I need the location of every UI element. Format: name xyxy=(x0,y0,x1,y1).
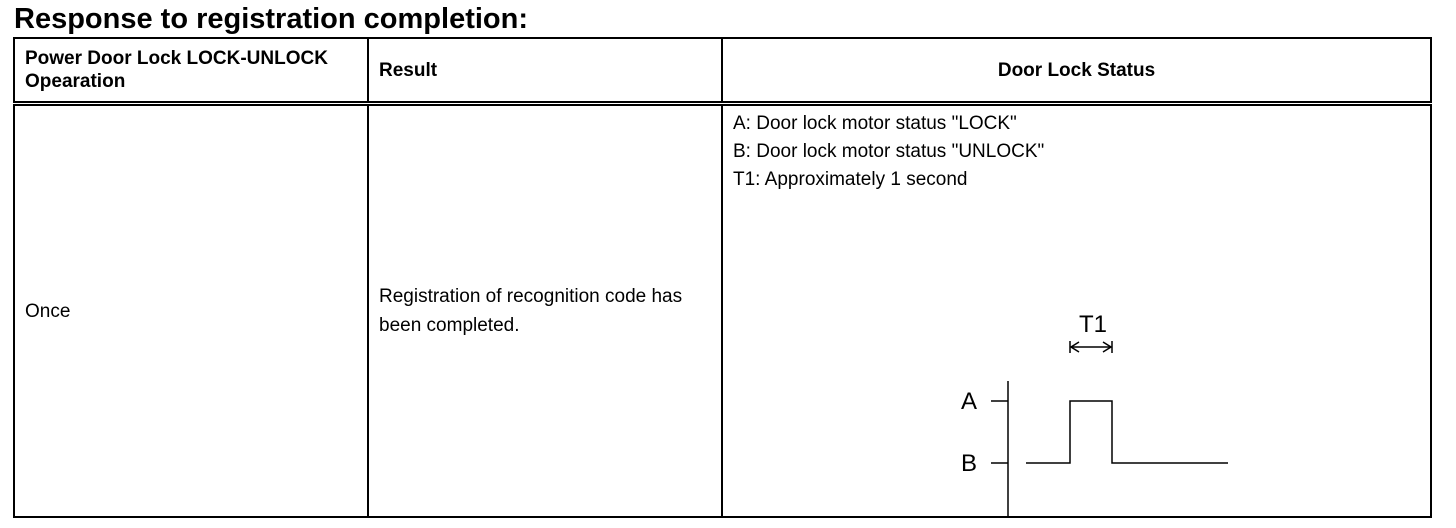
page-title: Response to registration completion: xyxy=(14,3,528,35)
header-result: Result xyxy=(367,37,723,106)
header-door-lock-status: Door Lock Status xyxy=(721,37,1432,106)
status-legend: A: Door lock motor status "LOCK" B: Door… xyxy=(733,110,1044,194)
timing-label-a: A xyxy=(961,388,977,415)
t1-arrow-right xyxy=(1102,341,1113,353)
table-header-row: Power Door Lock LOCK-UNLOCK Opearation R… xyxy=(13,37,1432,106)
legend-item-t1: T1: Approximately 1 second xyxy=(733,169,968,190)
legend-item-a: A: Door lock motor status "LOCK" xyxy=(733,113,1017,134)
table-row: Once Registration of recognition code ha… xyxy=(13,102,1432,518)
cell-operation: Once xyxy=(13,102,369,518)
header-operation: Power Door Lock LOCK-UNLOCK Opearation xyxy=(13,37,369,106)
timing-waveform xyxy=(1026,400,1228,464)
response-table: Power Door Lock LOCK-UNLOCK Opearation R… xyxy=(13,37,1432,518)
timing-diagram: T1 A B xyxy=(961,311,1228,516)
cell-result: Registration of recognition code has bee… xyxy=(367,102,723,518)
t1-arrow-left xyxy=(1069,341,1080,353)
timing-label-b: B xyxy=(961,450,977,477)
timing-label-t1: T1 xyxy=(1079,311,1107,338)
legend-item-b: B: Door lock motor status "UNLOCK" xyxy=(733,141,1045,162)
cell-door-lock-status: A: Door lock motor status "LOCK" B: Door… xyxy=(721,102,1432,518)
